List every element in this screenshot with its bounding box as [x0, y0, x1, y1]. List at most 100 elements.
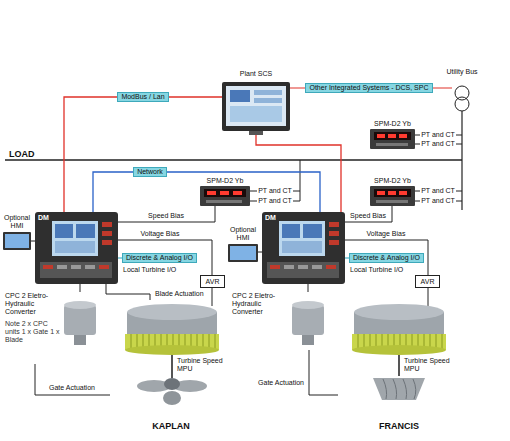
control-button — [312, 265, 322, 269]
edge-label: Speed Bias — [349, 212, 387, 220]
hmi-panel: Optional HMI — [3, 214, 31, 250]
kaplan-hub — [164, 378, 180, 390]
control-button — [102, 240, 112, 245]
node-title: AVR — [421, 278, 435, 286]
io-label: Local Turbine I/O — [122, 266, 177, 274]
screen-widget — [230, 106, 282, 122]
utility-transformer: Utility Bus — [440, 68, 484, 118]
led-digit — [388, 134, 396, 138]
converter-body — [64, 305, 96, 335]
control-button — [57, 265, 67, 269]
control-button — [71, 265, 81, 269]
monitor-screen — [226, 86, 286, 126]
edge-label: Speed Bias — [147, 212, 185, 220]
node-title: CPC 2 Eletro-Hydraulic Converter — [5, 292, 61, 316]
signal-label: PT and CT — [257, 187, 293, 195]
sensor-label: Turbine Speed — [403, 357, 451, 365]
control-button — [329, 240, 339, 245]
connector-line — [64, 97, 222, 212]
francis-turbine: FRANCIS — [338, 300, 460, 432]
converter-valve — [74, 335, 86, 345]
hmi-bezel — [3, 232, 31, 250]
node-title: Plant SCS — [222, 70, 290, 78]
converter-valve — [302, 335, 314, 345]
led-digit — [388, 191, 396, 195]
utility-bus-wire — [461, 111, 462, 210]
led-display — [374, 132, 411, 140]
monitor-stand — [249, 131, 263, 135]
led-digit — [399, 191, 407, 195]
node-title: SPM-D2 Yb — [370, 120, 415, 128]
node-title: DM — [265, 214, 342, 222]
connector-line — [345, 240, 428, 275]
sync-unit: SPM-D2 Yb — [370, 177, 415, 206]
control-button — [298, 265, 308, 269]
load-bus — [5, 159, 462, 160]
button-row — [376, 143, 408, 146]
node-title: Optional HMI — [228, 226, 258, 242]
sync-device — [370, 186, 415, 206]
hmi-screen — [230, 246, 256, 260]
edge-label: Gate Actuation — [257, 379, 305, 387]
led-digit — [207, 191, 216, 195]
node-title: KAPLAN — [152, 421, 190, 432]
connector-line — [309, 350, 338, 395]
node-title: SPM-D2 Yb — [370, 177, 415, 185]
connector-line — [345, 206, 392, 222]
node-title: DM — [38, 214, 115, 222]
signal-label: PT and CT — [257, 197, 293, 205]
led-digit — [377, 134, 385, 138]
io-label: Discrete & Analog I/O — [122, 253, 197, 263]
text-column: CPC 2 Eletro-Hydraulic Converter — [232, 292, 288, 316]
screen-widget — [230, 90, 250, 102]
runner-vanes — [383, 379, 416, 399]
connector-line — [35, 364, 110, 395]
hydraulic-converter: CPC 2 Eletro-Hydraulic ConverterNote 2 x… — [5, 292, 98, 364]
connector-line — [31, 241, 35, 242]
connector-line — [93, 172, 320, 212]
edge-label: Blade Actuation — [154, 290, 205, 298]
converter-body — [292, 305, 324, 335]
screen-widget — [254, 90, 282, 95]
scada-monitor: Plant SCS — [222, 70, 290, 135]
generator-base — [352, 345, 446, 355]
led-digit — [377, 191, 385, 195]
sensor-label: Turbine Speed — [176, 357, 224, 365]
generator-top — [127, 304, 217, 320]
text-column: CPC 2 Eletro-Hydraulic ConverterNote 2 x… — [5, 292, 61, 344]
transformer-coil — [455, 86, 469, 100]
link-label: Other Integrated Systems - DCS, SPC — [305, 83, 432, 93]
io-label: Discrete & Analog I/O — [349, 253, 424, 263]
controller-housing — [35, 212, 118, 284]
sync-unit: SPM-D2 Yb — [200, 177, 250, 206]
node-title: SPM-D2 Yb — [200, 177, 250, 185]
edge-label: Gate Actuation — [48, 384, 96, 392]
control-button — [85, 265, 95, 269]
connector-line — [256, 135, 341, 212]
connector-line — [80, 284, 81, 292]
led-display — [374, 189, 411, 197]
hmi-bezel — [228, 244, 258, 262]
node-title: Utility Bus — [440, 68, 484, 76]
connector-line — [258, 252, 262, 253]
led-digit — [220, 191, 229, 195]
controller-screen — [52, 221, 98, 256]
turbine-shaft — [172, 355, 399, 378]
turbine-controller: DM — [262, 212, 345, 284]
controller-housing — [262, 212, 345, 284]
control-button — [284, 265, 294, 269]
screen-widget — [76, 224, 95, 238]
control-button — [102, 231, 112, 236]
control-button — [329, 222, 339, 227]
generator-top — [354, 304, 444, 320]
io-label: Local Turbine I/O — [349, 266, 404, 274]
converter-cap — [292, 301, 324, 309]
control-button — [329, 231, 339, 236]
screen-widget — [55, 241, 95, 253]
edge-label: Voltage Bias — [366, 230, 407, 238]
francis-runner — [373, 378, 425, 400]
transformer-coil — [455, 97, 469, 111]
screen-widget — [303, 224, 322, 238]
